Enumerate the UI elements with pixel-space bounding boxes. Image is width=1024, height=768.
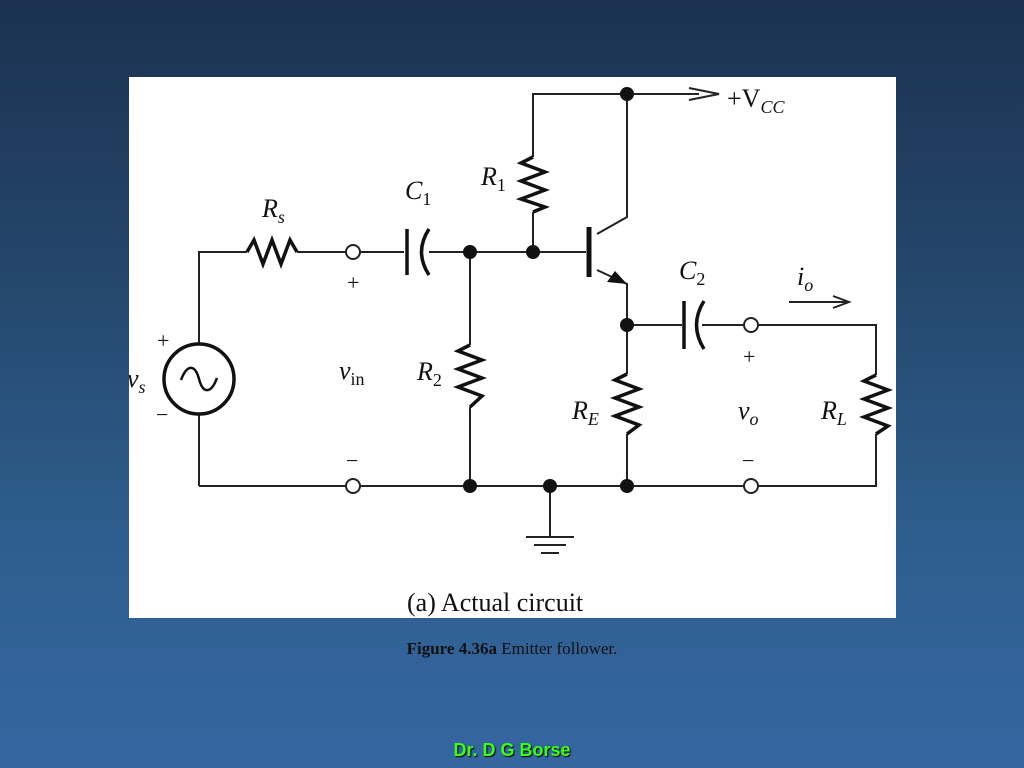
resistor-r1	[515, 155, 550, 214]
rl-label: RL	[820, 396, 847, 429]
panel-caption: (a) Actual circuit	[407, 588, 584, 617]
capacitor-c1	[405, 228, 431, 276]
junction-dots	[463, 87, 634, 493]
vin-minus-sign: −	[346, 448, 358, 473]
vo-label: vo	[738, 396, 759, 429]
c1-label: C1	[405, 176, 431, 209]
resistor-r2	[453, 343, 487, 409]
vo-plus-sign: +	[743, 344, 755, 369]
figure-caption: Figure 4.36a Emitter follower.	[0, 639, 1024, 659]
wires	[198, 87, 877, 554]
vs-label: vs	[129, 364, 146, 397]
emitter-arrow	[607, 271, 627, 284]
figure-number: Figure 4.36a	[406, 639, 497, 658]
vo-minus-sign: −	[742, 448, 754, 473]
resistor-rs	[245, 235, 299, 269]
vs-minus-sign: −	[156, 402, 168, 427]
r2-label: R2	[416, 357, 442, 390]
vin-plus-sign: +	[347, 270, 359, 295]
rs-label: Rs	[261, 194, 285, 227]
io-label: io	[797, 262, 813, 295]
circuit-schematic: +VCC Rs C1 R1 R2 C2 RE RL io vs vin vo +…	[129, 84, 893, 617]
c2-label: C2	[679, 256, 705, 289]
r1-label: R1	[480, 162, 506, 195]
capacitor-c2	[682, 300, 706, 350]
open-terminals	[345, 244, 759, 494]
resistor-rl	[859, 373, 893, 436]
circuit-diagram-panel: +VCC Rs C1 R1 R2 C2 RE RL io vs vin vo +…	[129, 77, 896, 618]
resistor-re	[610, 372, 644, 436]
figure-description: Emitter follower.	[496, 639, 618, 658]
ac-source-icon	[162, 342, 236, 416]
vin-label: vin	[339, 356, 365, 389]
author-credit: Dr. D G Borse	[453, 740, 571, 760]
vcc-label: +VCC	[727, 84, 785, 117]
vs-plus-sign: +	[157, 328, 169, 353]
re-label: RE	[571, 396, 599, 429]
